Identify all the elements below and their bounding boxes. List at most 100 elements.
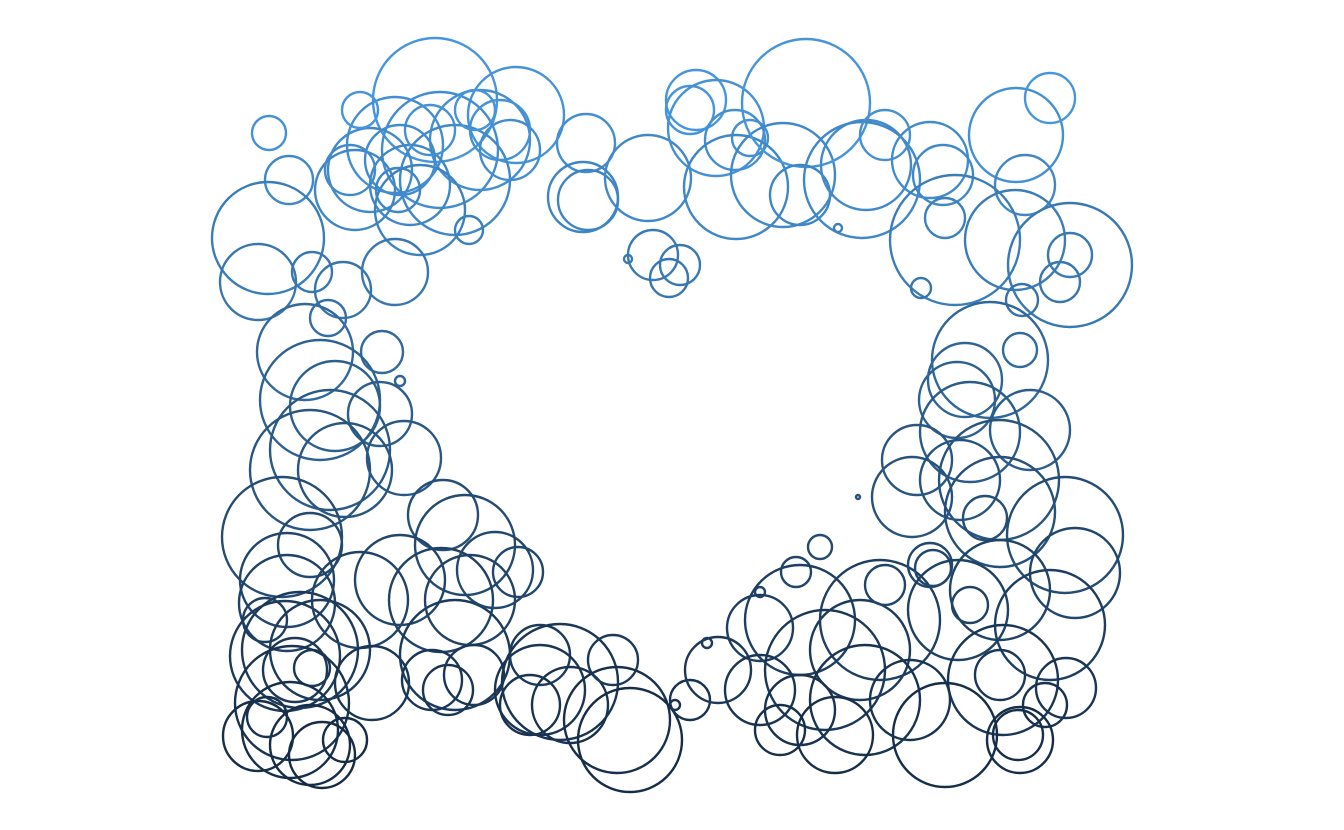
ring-circle bbox=[255, 302, 355, 402]
ring-circle bbox=[240, 680, 340, 780]
ring-circle bbox=[1034, 656, 1098, 720]
ring-circle bbox=[546, 160, 620, 234]
ring-circle bbox=[360, 237, 430, 307]
ring-circle bbox=[221, 699, 295, 773]
ring-circle bbox=[806, 533, 834, 561]
ring-circle bbox=[1004, 282, 1040, 318]
ring-circle bbox=[808, 598, 912, 702]
ring-circle bbox=[818, 558, 942, 682]
ring-circle bbox=[946, 623, 1060, 737]
ring-circle bbox=[478, 118, 542, 182]
ring-circle bbox=[313, 260, 373, 320]
ring-circle bbox=[911, 143, 975, 207]
ring-circle bbox=[858, 108, 912, 162]
ring-circle bbox=[1006, 201, 1134, 329]
ring-circle bbox=[753, 703, 807, 757]
ring-circle bbox=[455, 530, 535, 610]
ring-circle bbox=[913, 548, 953, 588]
ring-circle bbox=[576, 686, 684, 794]
ring-circle bbox=[723, 653, 797, 727]
ring-circle bbox=[359, 329, 405, 375]
ring-circle bbox=[468, 98, 532, 162]
ring-circle bbox=[346, 380, 414, 448]
ring-circle bbox=[1005, 475, 1125, 595]
ring-circle bbox=[1023, 71, 1077, 125]
ring-circle bbox=[250, 114, 288, 152]
ring-circle bbox=[393, 374, 407, 388]
ring-circle bbox=[918, 438, 1002, 522]
ring-circle bbox=[683, 635, 753, 705]
ring-circle bbox=[491, 545, 545, 599]
ring-circle bbox=[466, 65, 566, 165]
ring-circle bbox=[603, 133, 693, 223]
ring-circle bbox=[664, 84, 716, 136]
ring-circle bbox=[323, 143, 377, 197]
ring-circle bbox=[993, 153, 1057, 217]
ring-circle bbox=[926, 341, 1004, 419]
ring-circle bbox=[268, 388, 392, 512]
ring-circle bbox=[290, 250, 334, 294]
ring-circle bbox=[326, 126, 414, 214]
ring-circle bbox=[802, 120, 922, 240]
ring-circle bbox=[374, 166, 422, 214]
ring-circle bbox=[730, 118, 770, 158]
ring-circle bbox=[340, 90, 380, 130]
ring-circle bbox=[918, 380, 1022, 484]
ring-circle bbox=[403, 103, 457, 157]
ring-circle bbox=[682, 133, 790, 241]
ring-circle bbox=[1028, 526, 1122, 620]
ring-circle bbox=[725, 593, 795, 663]
ring-circle bbox=[808, 643, 922, 757]
ring-circle bbox=[241, 596, 289, 644]
ring-circle bbox=[406, 478, 480, 552]
ring-circle bbox=[363, 123, 437, 197]
ring-circle bbox=[909, 276, 933, 300]
ring-circle bbox=[296, 421, 394, 519]
ring-circle bbox=[400, 648, 464, 712]
ring-circle bbox=[648, 257, 690, 299]
ring-circle bbox=[555, 112, 617, 174]
ring-circle bbox=[493, 643, 587, 737]
ring-circle bbox=[923, 196, 967, 240]
ring-circle bbox=[276, 511, 344, 579]
ring-circle bbox=[948, 538, 1052, 642]
ring-circle bbox=[233, 644, 351, 762]
ring-circle bbox=[668, 678, 712, 722]
ring-circle bbox=[380, 90, 500, 210]
ring-circle bbox=[288, 359, 382, 453]
ring-circle bbox=[991, 708, 1045, 762]
ring-circle bbox=[500, 622, 620, 742]
ring-circle bbox=[763, 673, 837, 747]
ring-circle bbox=[703, 108, 767, 172]
ring-circle bbox=[973, 648, 1027, 702]
ring-circle bbox=[1001, 331, 1039, 369]
ring-circle bbox=[442, 643, 506, 707]
ring-circle bbox=[237, 553, 337, 653]
ring-circle bbox=[1038, 260, 1082, 304]
ring-circle bbox=[961, 494, 1009, 542]
ring-circle bbox=[832, 222, 844, 234]
ring-circle bbox=[453, 88, 497, 132]
ring-circle bbox=[421, 663, 475, 717]
ring-circle bbox=[930, 300, 1050, 420]
ring-circle bbox=[562, 665, 672, 775]
ring-circle bbox=[740, 37, 872, 169]
ring-circle bbox=[287, 720, 357, 790]
ring-circle bbox=[664, 68, 728, 132]
ring-circle bbox=[1046, 231, 1094, 279]
ring-circle bbox=[985, 705, 1055, 775]
ring-circle bbox=[967, 86, 1065, 184]
ring-circle bbox=[768, 163, 832, 227]
ring-circle bbox=[498, 673, 562, 737]
ring-circle bbox=[210, 180, 326, 296]
ring-circle bbox=[1021, 681, 1069, 729]
ring-circle bbox=[622, 253, 634, 265]
ring-circle bbox=[863, 563, 907, 607]
ring-circle bbox=[743, 563, 857, 677]
ring-circle bbox=[906, 541, 954, 589]
ring-circle bbox=[586, 633, 640, 687]
ring-circle bbox=[906, 558, 1010, 662]
ring-circle bbox=[658, 243, 702, 287]
ring-circle bbox=[261, 636, 329, 704]
